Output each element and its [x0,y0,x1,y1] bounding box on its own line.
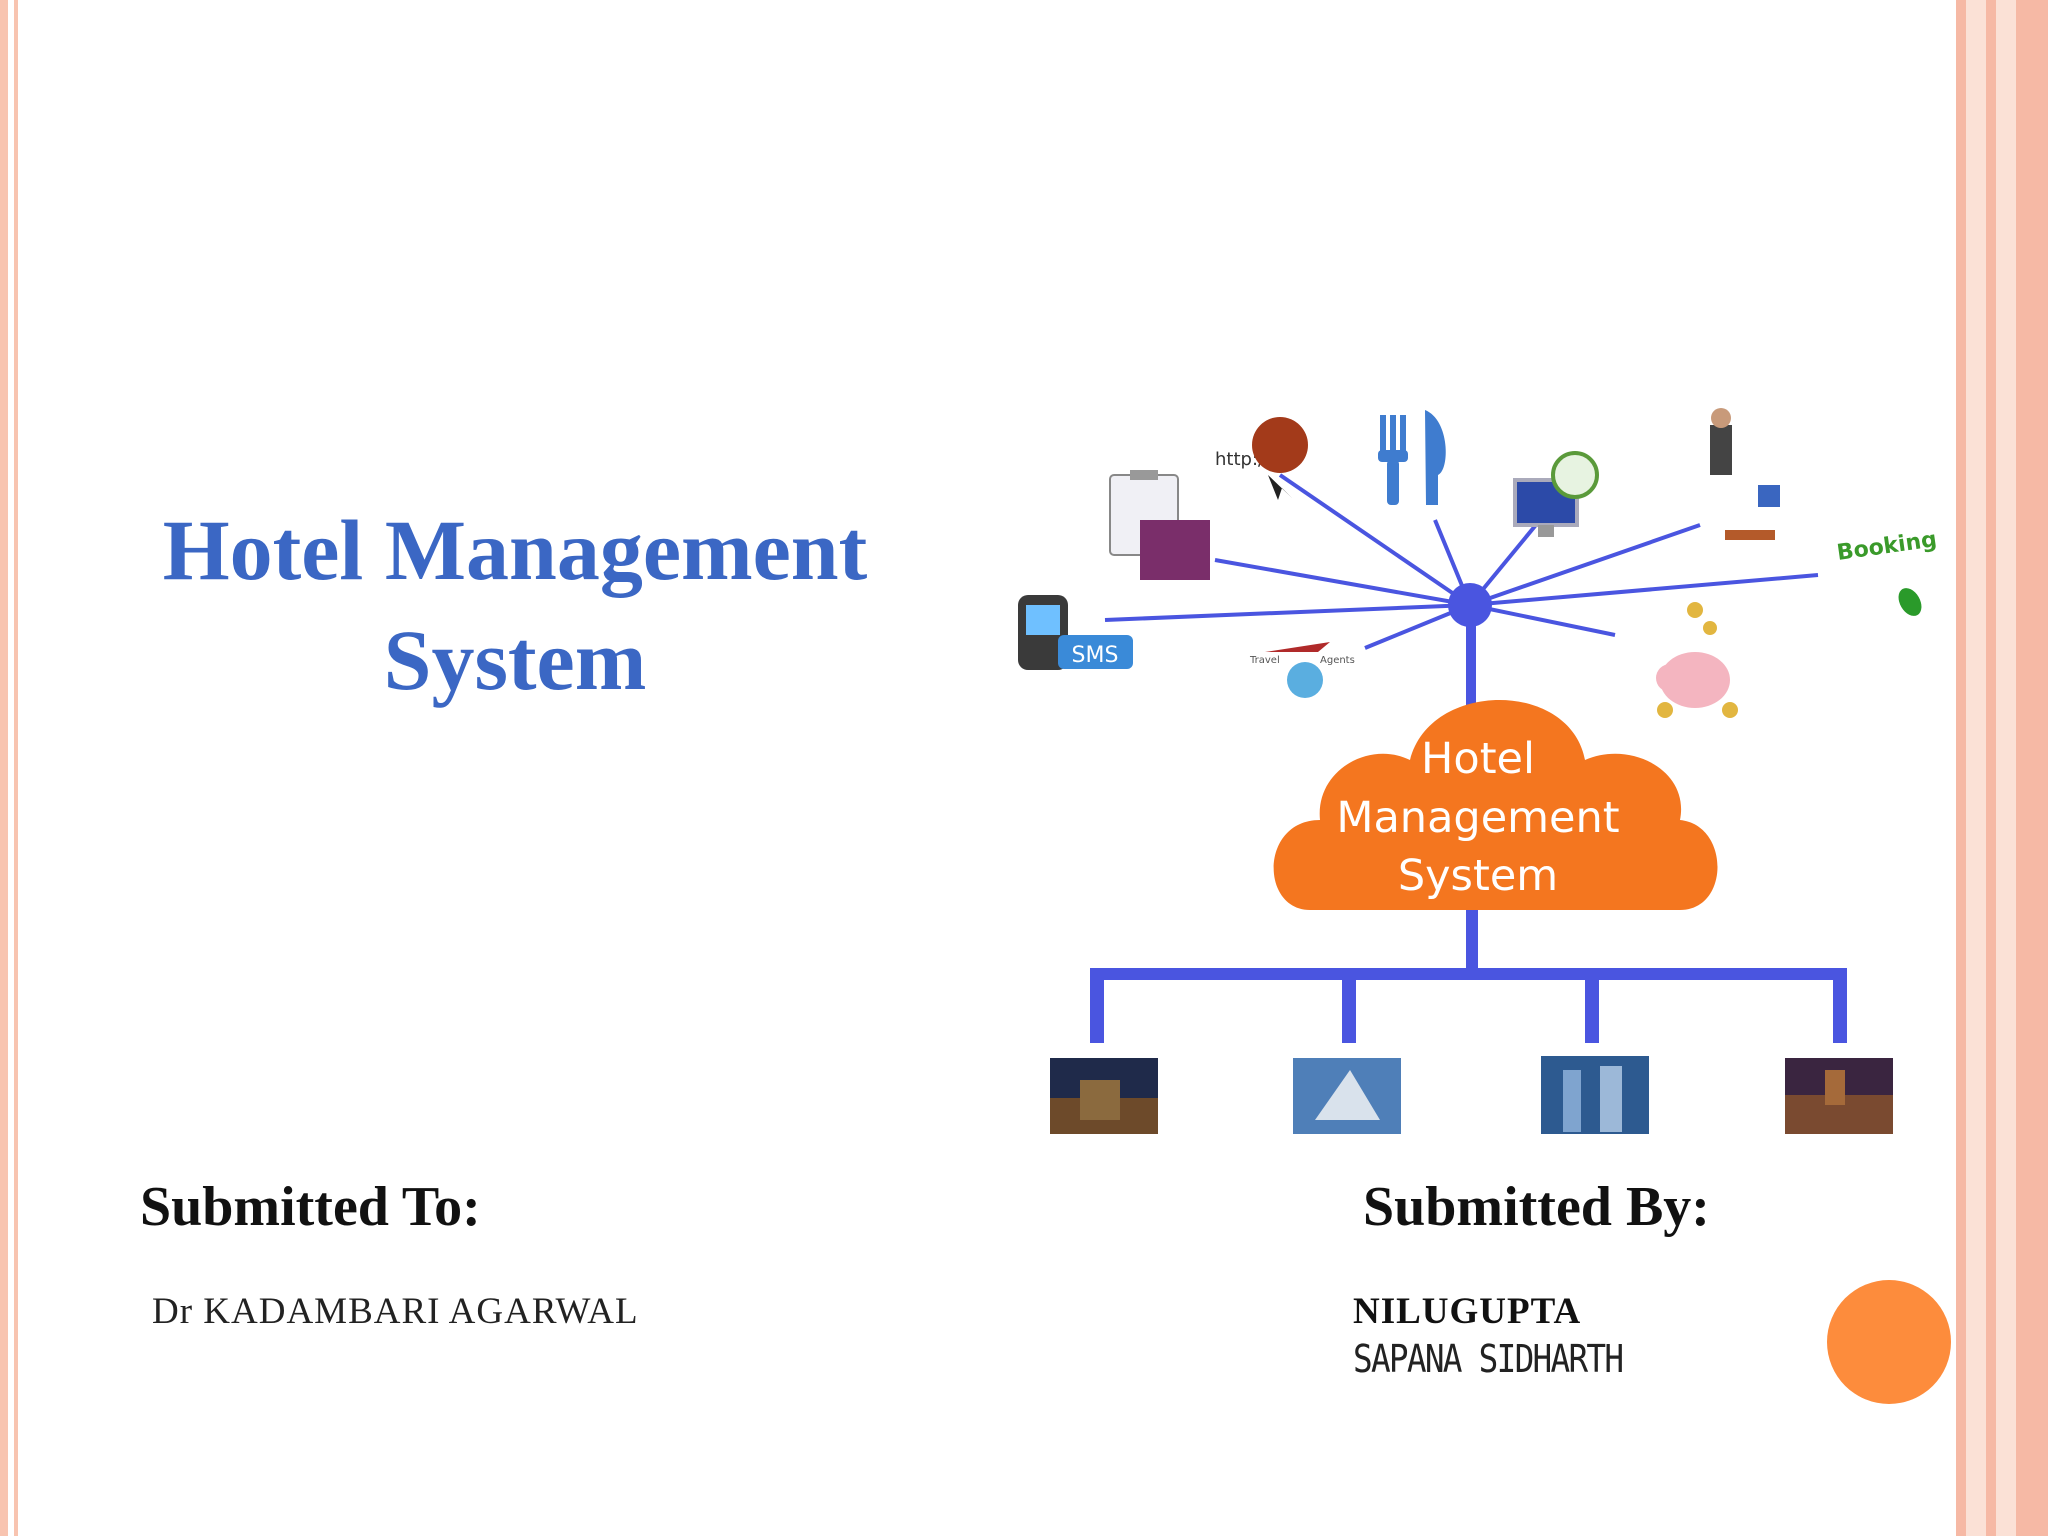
submitted-to-name: Dr KADAMBARI AGARWAL [152,1291,639,1332]
travel-agents-icon: Travel Agents [1249,642,1355,698]
submitted-by-name-2: SAPANA SIDHARTH [1353,1337,1624,1381]
hub-stem [1466,620,1476,750]
booking-mouse-icon: Booking [1835,527,1938,616]
hotel-photo-4 [1785,1058,1893,1134]
hotel-photo-3 [1541,1056,1649,1134]
hub-node [1448,583,1492,627]
slide-title: Hotel Management System [100,495,930,715]
travel-label: Travel [1249,655,1280,666]
orange-accent-circle [1827,1280,1951,1404]
sms-label: SMS [1072,643,1119,668]
right-frame-stripes [1956,0,2048,1536]
sms-phone-icon: SMS [1018,595,1133,670]
left-frame-stripe [0,0,8,1536]
cloud-text-line1: Hotel [1421,734,1535,784]
slide-title-line2: System [383,612,647,708]
tree-connectors [1090,910,1847,1043]
housekeeping-icon [1710,408,1780,540]
booking-label: Booking [1835,527,1938,566]
clipboard-box-icon [1109,470,1210,580]
cloud-text-line3: System [1398,851,1558,901]
piggy-bank-icon [1656,602,1738,718]
submitted-to-heading: Submitted To: [140,1176,481,1238]
fork-knife-icon [1378,410,1446,505]
left-frame-stripe-thin [14,0,18,1536]
slide-title-line1: Hotel Management [162,502,868,598]
agents-label: Agents [1320,655,1355,666]
web-globe-icon: http:// [1215,417,1308,500]
hotel-photo-1 [1050,1058,1158,1134]
hotel-photo-2 [1293,1058,1401,1134]
submitted-by-heading: Submitted By: [1363,1176,1710,1238]
computer-clock-icon [1513,451,1599,537]
cloud-shape: Hotel Management System [1273,700,1718,910]
submitted-by-name-1: NILUGUPTA [1353,1291,1582,1332]
cloud-text-line2: Management [1336,793,1619,843]
hotel-system-diagram: Hotel Management System http: [1018,408,1938,1134]
